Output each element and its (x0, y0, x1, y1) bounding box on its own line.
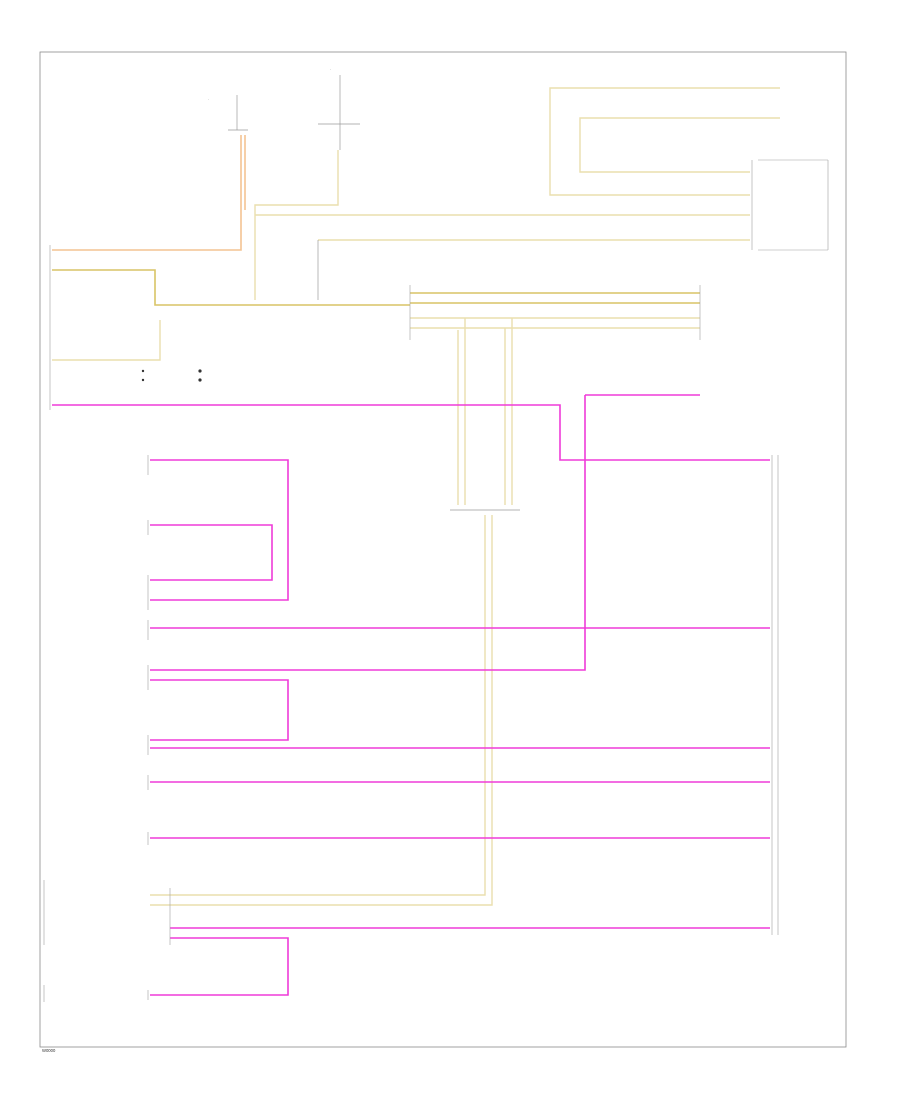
right-top-module (751, 159, 829, 251)
wire-pink-group-4 (150, 937, 289, 996)
svg-text:.: . (330, 67, 331, 71)
wire-orange-top-feed (52, 135, 242, 251)
wire-pink-group-3 (150, 679, 289, 741)
terminal-dots (141, 369, 202, 382)
svg-text:.: . (208, 97, 209, 101)
wire-pink-group-1 (150, 459, 289, 601)
right-bus-connector (771, 455, 779, 935)
diagram-frame (39, 51, 847, 1048)
left-modules (43, 455, 171, 1002)
wire-cream-top-right-2 (579, 117, 780, 173)
wire-cream-top-center (254, 150, 339, 300)
wire-cream-long-1 (150, 515, 486, 896)
footer-code: W0000 (42, 1048, 56, 1053)
wire-yellow-main (52, 269, 410, 306)
wire-pink-vertical-585 (150, 395, 586, 671)
wire-pink-group-2 (150, 524, 273, 581)
wire-pink-main-top (52, 404, 770, 461)
wire-cream-left-low (52, 320, 161, 361)
wire-cream-top-right-1 (549, 87, 780, 196)
wire-cream-long-2 (150, 515, 493, 906)
top-ground-block: . . (208, 67, 360, 150)
